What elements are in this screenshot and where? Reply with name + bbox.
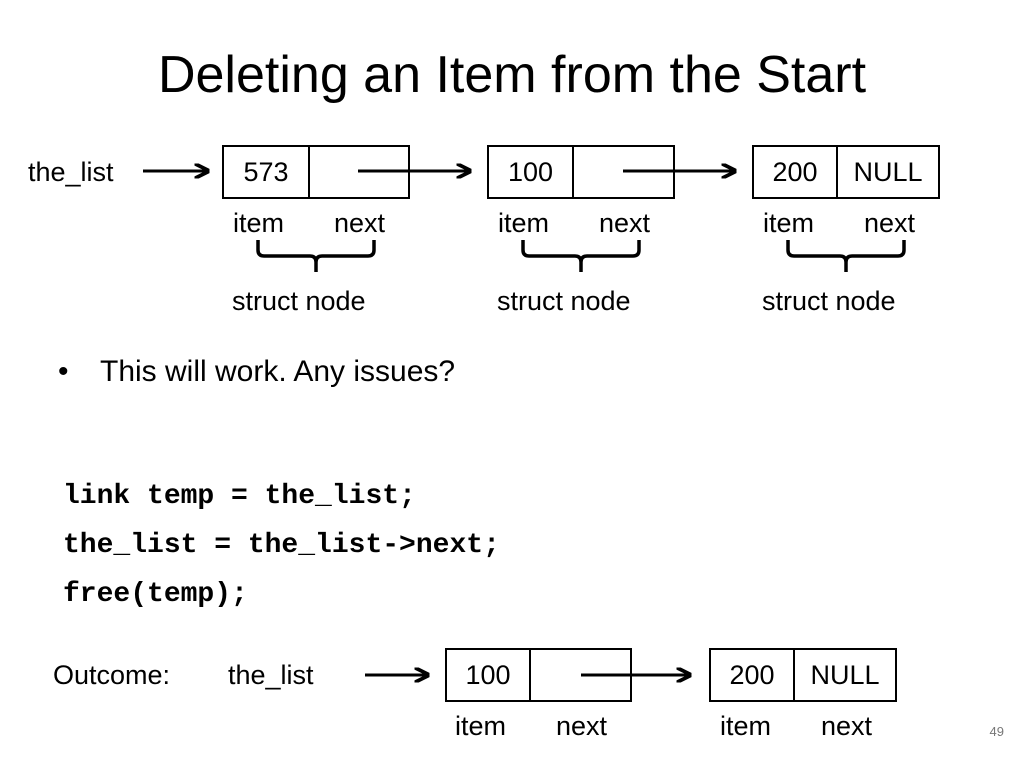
node3-next-value: NULL bbox=[853, 157, 923, 187]
outcome-node1-item-value: 100 bbox=[465, 660, 511, 690]
head-pointer-label: the_list bbox=[28, 157, 114, 187]
bullet-text: This will work. Any issues? bbox=[100, 355, 456, 388]
node3-item-label: item bbox=[763, 208, 815, 238]
outcome-node2-next-cell: NULL bbox=[793, 648, 897, 702]
code-line-3: free(temp); bbox=[63, 579, 248, 610]
node1-item-label: item bbox=[233, 208, 285, 238]
node2-brace bbox=[521, 240, 641, 272]
node3-item-value: 200 bbox=[772, 157, 818, 187]
slide-title: Deleting an Item from the Start bbox=[157, 46, 867, 104]
node2-item-cell: 100 bbox=[487, 145, 574, 199]
outcome-head-pointer-label: the_list bbox=[228, 660, 314, 690]
outcome-node2-next-value: NULL bbox=[810, 660, 880, 690]
bullet-dot: • bbox=[58, 355, 69, 388]
page-number: 49 bbox=[989, 724, 1004, 739]
node1-brace bbox=[256, 240, 376, 272]
node2-item-value: 100 bbox=[507, 157, 554, 187]
node3-struct-label: struct node bbox=[762, 286, 896, 316]
code-line-1: link temp = the_list; bbox=[63, 481, 416, 512]
code-line-2: the_list = the_list->next; bbox=[63, 530, 500, 561]
outcome-node2-item-value: 200 bbox=[729, 660, 775, 690]
node1-next-label: next bbox=[334, 208, 386, 238]
node2-struct-label: struct node bbox=[497, 286, 631, 316]
node1-struct-label: struct node bbox=[232, 286, 366, 316]
outcome-node1-item-label: item bbox=[455, 711, 507, 741]
outcome-node2-next-label: next bbox=[821, 711, 873, 741]
node3-next-cell: NULL bbox=[836, 145, 940, 199]
outcome-label: Outcome: bbox=[53, 660, 171, 690]
node3-next-label: next bbox=[864, 208, 916, 238]
node3-brace bbox=[786, 240, 906, 272]
outcome-node2-item-label: item bbox=[720, 711, 772, 741]
node3-item-cell: 200 bbox=[752, 145, 838, 199]
node2-next-label: next bbox=[599, 208, 651, 238]
node2-item-label: item bbox=[498, 208, 550, 238]
outcome-node1-next-label: next bbox=[556, 711, 608, 741]
node1-item-value: 573 bbox=[243, 157, 289, 187]
